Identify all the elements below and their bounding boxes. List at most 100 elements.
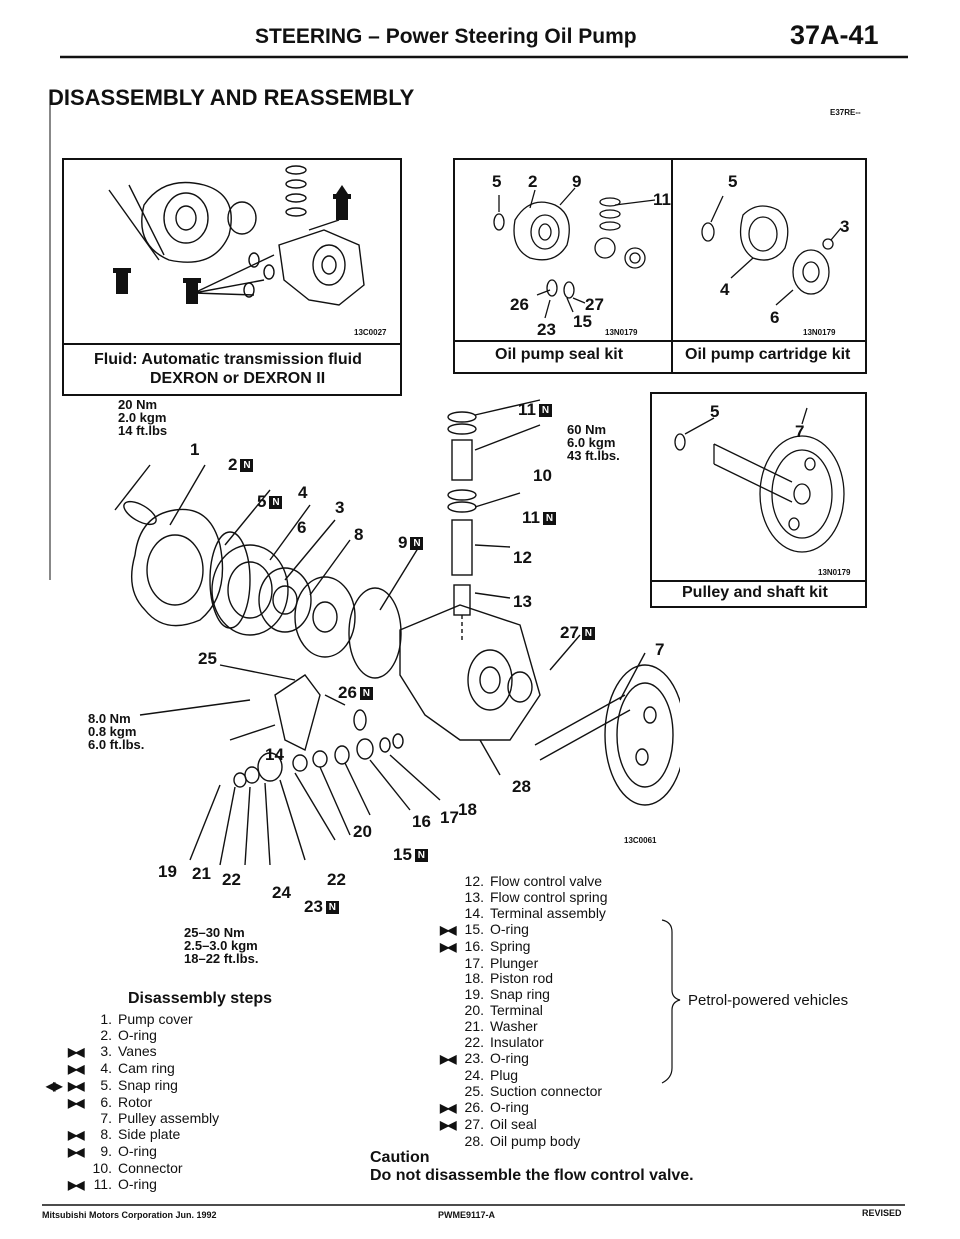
- pump-exploded-small-drawing: [108, 165, 365, 306]
- part-label: 8: [354, 525, 364, 544]
- cartridge-label: 6: [770, 308, 780, 327]
- pulley-label: 7: [795, 422, 805, 441]
- part-label: 7: [655, 640, 665, 659]
- kits-caption-divider: [455, 340, 865, 342]
- footer-center: PWME9117-A: [438, 1210, 496, 1220]
- part-item: 14.Terminal assembly: [464, 904, 606, 921]
- part-label: 12: [513, 548, 532, 567]
- pulley-kit-code: 13N0179: [818, 568, 851, 577]
- section-code: E37RE--: [830, 108, 861, 117]
- cartridge-label: 3: [840, 217, 850, 236]
- step-item: 7.Pulley assembly: [100, 1110, 220, 1127]
- kits-box: 5 2 9 11 26 27 23 15 13N0179 Oil pump se…: [453, 158, 867, 374]
- part-label: 18: [458, 800, 477, 819]
- torque-left: 8.0 Nm 0.8 kgm 6.0 ft.lbs.: [88, 711, 145, 752]
- seal-label: 9: [572, 172, 582, 191]
- part-label: 16: [412, 812, 431, 831]
- part-label: 6: [297, 518, 307, 537]
- fluid-figure-code: 13C0027: [354, 328, 387, 337]
- fluid-figure-box: 13C0027 Fluid: Automatic transmission fl…: [62, 158, 402, 396]
- new-part-badge: N: [581, 627, 595, 641]
- pulley-label: 5: [710, 402, 720, 421]
- part-item: 20.Terminal: [464, 1002, 543, 1019]
- step-item: ◀▶▶◀5.Snap ring: [46, 1076, 178, 1093]
- part-item: 25.Suction connector: [464, 1082, 603, 1099]
- part-label: 13: [513, 592, 532, 611]
- new-part-badge: N: [359, 687, 373, 701]
- part-label: 17: [440, 808, 459, 827]
- footer-right: REVISED: [862, 1208, 902, 1218]
- seal-label: 2: [528, 172, 538, 191]
- part-item: ▶◀27.Oil seal: [440, 1115, 537, 1132]
- new-part-badge: N: [538, 404, 552, 418]
- disassembly-steps-title: Disassembly steps: [128, 990, 273, 1007]
- part-label: 14: [265, 745, 284, 764]
- fluid-caption-divider: [64, 343, 400, 345]
- cartridge-label: 5: [728, 172, 738, 191]
- cartridge-kit-drawing: [701, 195, 842, 306]
- page-header-title: STEERING – Power Steering Oil Pump: [255, 25, 637, 48]
- step-item: ▶◀4.Cam ring: [68, 1059, 175, 1076]
- cartridge-kit-code: 13N0179: [803, 328, 836, 337]
- step-item: ▶◀3.Vanes: [68, 1042, 157, 1059]
- disassembly-steps-list: 1.Pump cover 2.O-ring ▶◀3.Vanes ▶◀4.Cam …: [46, 1011, 220, 1194]
- part-item: 22.Insulator: [464, 1034, 544, 1051]
- part-label: 4: [298, 483, 308, 502]
- new-part-badge: N: [414, 849, 428, 863]
- torque-top: 20 Nm 2.0 kgm 14 ft.lbs: [118, 397, 168, 438]
- torque-bottom: 25–30 Nm 2.5–3.0 kgm 18–22 ft.lbs.: [184, 925, 259, 966]
- caution-text: Do not disassemble the flow control valv…: [370, 1167, 694, 1184]
- fluid-caption-line2: DEXRON or DEXRON II: [150, 370, 326, 387]
- part-item: 24.Plug: [464, 1066, 519, 1083]
- cartridge-kit-caption: Oil pump cartridge kit: [685, 346, 851, 363]
- part-item: ▶◀26.O-ring: [440, 1098, 529, 1115]
- part-label: 24: [272, 883, 291, 902]
- footer-left: Mitsubishi Motors Corporation Jun. 1992: [42, 1210, 217, 1220]
- pulley-kit-box: 5 7 13N0179 Pulley and shaft kit: [650, 392, 867, 608]
- step-item: ▶◀6.Rotor: [68, 1093, 153, 1110]
- step-item: 1.Pump cover: [100, 1011, 193, 1027]
- cartridge-label: 4: [720, 280, 730, 299]
- part-item: 28.Oil pump body: [464, 1132, 581, 1149]
- step-item: 2.O-ring: [100, 1026, 157, 1043]
- part-label: 28: [512, 777, 531, 796]
- seal-label: 23: [537, 320, 556, 339]
- step-item: ▶◀11.O-ring: [68, 1176, 157, 1193]
- part-label: 22: [222, 870, 241, 889]
- section-title: DISASSEMBLY AND REASSEMBLY: [48, 85, 415, 110]
- seal-kit-code: 13N0179: [605, 328, 638, 337]
- part-item: ▶◀16.Spring: [440, 937, 531, 954]
- part-item: 18.Piston rod: [464, 970, 554, 987]
- pulley-caption-divider: [652, 580, 865, 582]
- part-label: 20: [353, 822, 372, 841]
- new-part-badge: N: [325, 901, 339, 915]
- part-item: ▶◀15.O-ring: [440, 920, 529, 937]
- part-item: 21.Washer: [464, 1018, 538, 1035]
- page-number: 37A-41: [790, 20, 879, 50]
- part-item: 17.Plunger: [464, 954, 539, 971]
- part-item: 12.Flow control valve: [464, 873, 603, 889]
- part-label: 3: [335, 498, 345, 517]
- seal-label: 27: [585, 295, 604, 314]
- part-label: 21: [192, 864, 211, 883]
- seal-label: 26: [510, 295, 529, 314]
- fluid-caption-line1: Fluid: Automatic transmission fluid: [94, 351, 362, 368]
- part-label: 22: [327, 870, 346, 889]
- seal-label: 5: [492, 172, 502, 191]
- part-item: 19.Snap ring: [464, 986, 550, 1003]
- seal-kit-caption: Oil pump seal kit: [495, 346, 624, 363]
- parts-bracket: [661, 919, 681, 1084]
- new-part-badge: N: [542, 512, 556, 526]
- pulley-kit-drawing: [674, 407, 845, 553]
- main-figure-code: 13C0061: [624, 836, 657, 845]
- caution-title: Caution: [370, 1149, 430, 1166]
- part-item: 13.Flow control spring: [464, 888, 608, 905]
- torque-right: 60 Nm 6.0 kgm 43 ft.lbs.: [567, 422, 620, 463]
